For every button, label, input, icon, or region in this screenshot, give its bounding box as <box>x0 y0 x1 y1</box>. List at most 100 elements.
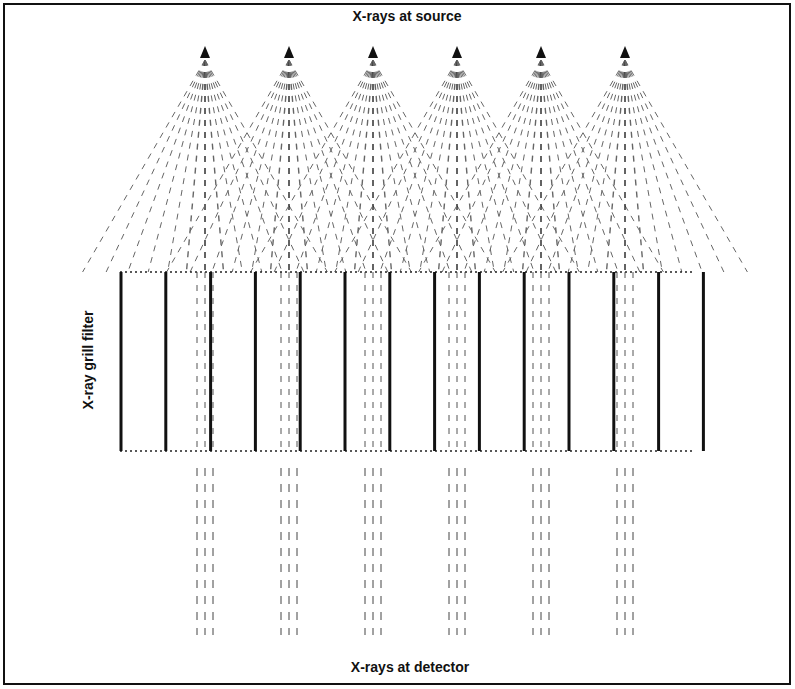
filtered-x-ray <box>281 468 282 635</box>
x-ray-beam <box>625 60 682 272</box>
filtered-x-ray <box>213 468 214 635</box>
x-ray-beam <box>190 60 289 272</box>
filtered-x-ray <box>625 468 626 635</box>
x-ray-beam <box>373 60 430 272</box>
grill-slat <box>568 272 571 451</box>
x-ray-beam <box>533 272 534 451</box>
x-ray-beam <box>212 60 289 272</box>
x-ray-beam <box>335 60 457 272</box>
x-ray-beam <box>373 60 392 272</box>
x-ray-beam <box>204 60 205 272</box>
x-ray-beam <box>457 60 556 272</box>
x-ray-beam <box>372 60 373 272</box>
x-ray-beam <box>420 60 457 272</box>
x-ray-beam <box>186 60 205 272</box>
x-ray-beam <box>289 60 388 272</box>
x-ray-beam <box>503 60 625 272</box>
x-ray-beam <box>381 272 382 451</box>
x-ray-beam <box>588 60 625 272</box>
x-ray-beam <box>400 60 457 272</box>
x-ray-beam <box>625 60 747 272</box>
x-ray-beam <box>289 272 290 451</box>
x-ray-beam <box>625 60 644 272</box>
grill-slat <box>657 272 660 451</box>
x-ray-beam <box>358 60 457 272</box>
source-arrowhead <box>200 46 210 58</box>
x-ray-beam <box>617 272 618 451</box>
filtered-x-ray <box>465 468 466 635</box>
x-ray-beam <box>568 60 625 272</box>
grill-slat <box>523 272 526 451</box>
x-ray-beam <box>167 60 289 272</box>
x-ray-beam <box>522 60 541 272</box>
x-ray-beam <box>457 60 476 272</box>
x-ray-beam <box>504 60 541 272</box>
x-ray-beam <box>549 272 550 451</box>
x-ray-beam <box>625 272 626 451</box>
x-ray-beam <box>252 60 289 272</box>
filtered-x-ray <box>633 468 634 635</box>
x-ray-beam <box>464 60 541 272</box>
x-ray-beam <box>541 60 640 272</box>
grill-bottom <box>120 450 695 452</box>
x-ray-beam <box>541 60 663 272</box>
filtered-x-ray <box>457 468 458 635</box>
source-arrowhead <box>284 46 294 58</box>
x-ray-beam <box>456 60 457 272</box>
x-ray-beam <box>213 272 214 451</box>
x-ray-beam <box>205 60 304 272</box>
grill-slat <box>209 272 212 451</box>
filtered-x-ray <box>549 468 550 635</box>
x-ray-beam <box>380 60 457 272</box>
x-ray-beam <box>106 60 205 272</box>
x-ray-beam <box>541 272 542 451</box>
filtered-x-ray <box>449 468 450 635</box>
x-ray-beam <box>205 60 327 272</box>
x-ray-beam <box>449 272 450 451</box>
filtered-x-ray <box>617 468 618 635</box>
grill-slat <box>164 272 167 451</box>
x-ray-beam <box>625 60 702 272</box>
x-ray-beam <box>336 60 373 272</box>
x-ray-beam <box>633 272 634 451</box>
x-ray-beam <box>270 60 289 272</box>
source-arrowhead <box>452 46 462 58</box>
x-ray-beam <box>297 272 298 451</box>
x-ray-beam <box>354 60 373 272</box>
x-ray-beam <box>281 272 282 451</box>
beam-label: X-rays at source <box>350 8 465 24</box>
x-ray-beam <box>365 272 366 451</box>
x-ray-beam <box>205 60 224 272</box>
x-ray-beam <box>289 60 308 272</box>
x-ray-beam <box>205 272 206 451</box>
filtered-x-ray <box>541 468 542 635</box>
grill-slat <box>254 272 257 451</box>
filtered-x-ray <box>533 468 534 635</box>
source-arrowhead <box>620 46 630 58</box>
x-ray-beam <box>419 60 541 272</box>
frame <box>4 4 790 684</box>
filtered-x-ray <box>197 468 198 635</box>
grill-slat <box>344 272 347 451</box>
x-ray-beams <box>83 46 748 635</box>
x-ray-beam <box>541 60 598 272</box>
x-ray-beam <box>548 60 625 272</box>
x-ray-beam <box>541 60 560 272</box>
x-ray-beam <box>457 60 514 272</box>
filtered-x-ray <box>205 468 206 635</box>
x-ray-beam <box>289 60 411 272</box>
x-ray-beam <box>624 60 625 272</box>
filtered-x-ray <box>365 468 366 635</box>
filtered-x-ray <box>381 468 382 635</box>
x-ray-beam <box>373 60 472 272</box>
x-ray-beam <box>197 272 198 451</box>
source-arrowhead <box>368 46 378 58</box>
filtered-x-ray <box>289 468 290 635</box>
beam-label: X-rays at detector <box>348 659 472 675</box>
x-ray-beam <box>232 60 289 272</box>
x-ray-beam <box>168 60 205 272</box>
x-ray-beam <box>373 272 374 451</box>
x-ray-beam <box>288 60 289 272</box>
grill-slat <box>433 272 436 451</box>
grill-slat <box>702 272 705 451</box>
